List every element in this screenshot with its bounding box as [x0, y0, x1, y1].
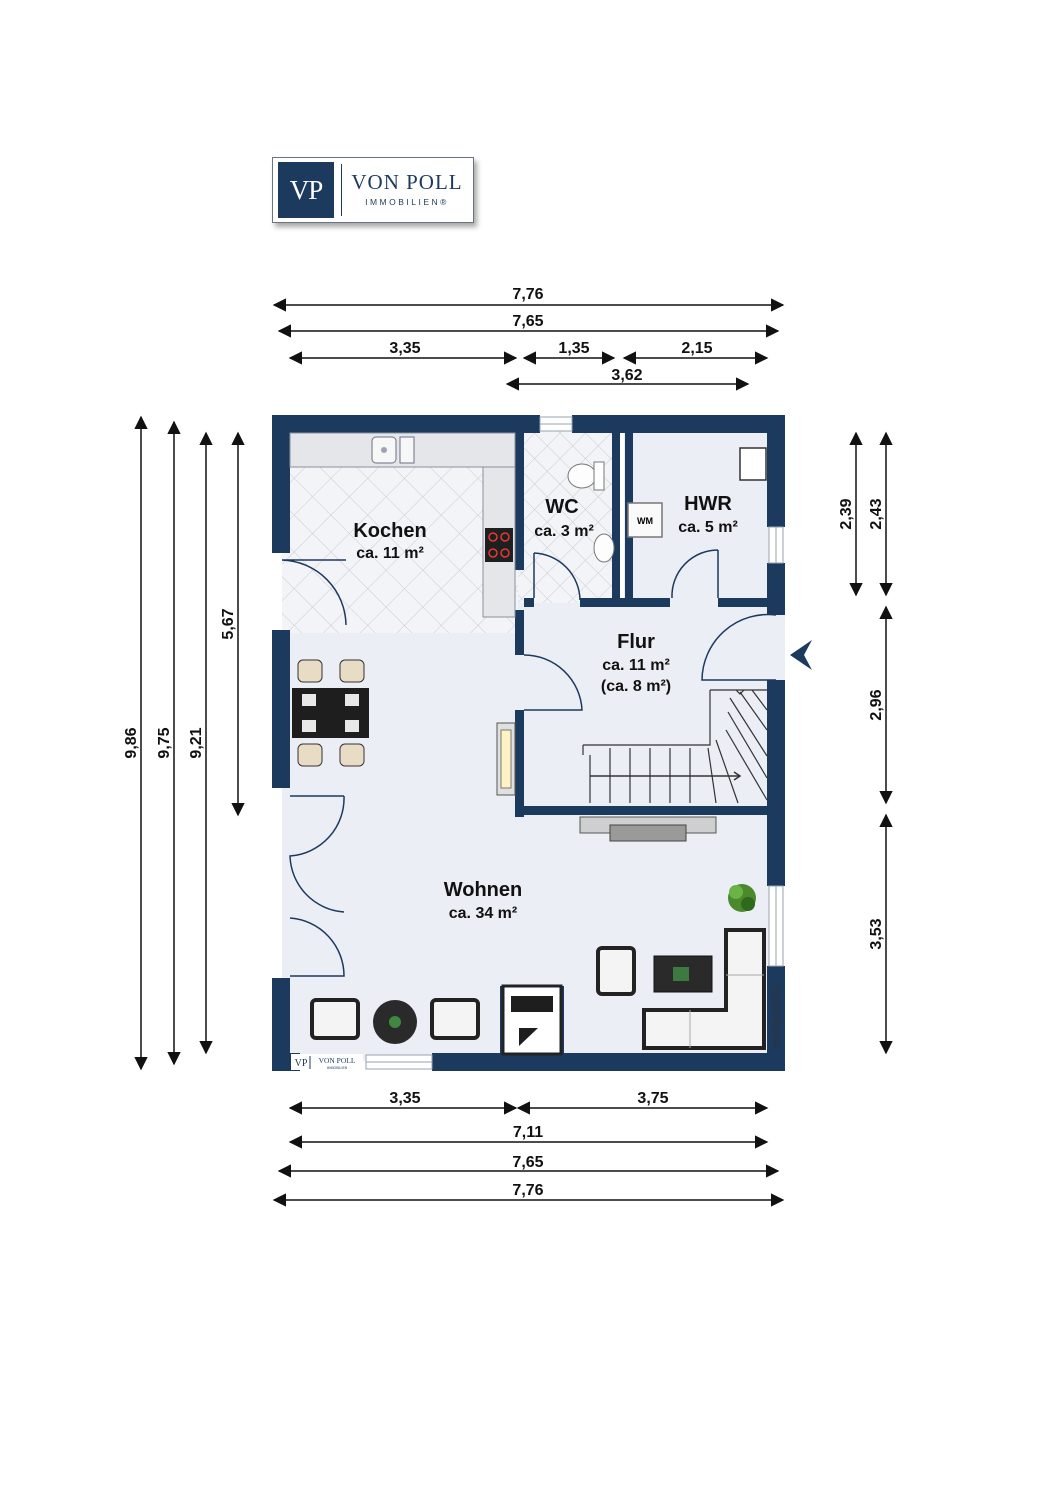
room-name-kochen: Kochen: [353, 520, 426, 542]
dim-bottom-776: 7,76: [512, 1182, 543, 1199]
dim-top-776: 7,76: [512, 286, 543, 303]
dim-top-215: 2,15: [681, 340, 712, 357]
armchair-right: [596, 946, 636, 996]
wall-left-1: [272, 415, 290, 553]
kitchen-counters: [289, 432, 516, 618]
door-kitchen-exterior: [281, 559, 347, 626]
wall-right-2: [767, 563, 785, 615]
wall-top-left: [272, 415, 540, 433]
room-area-wohnen: ca. 34 m²: [449, 905, 517, 922]
dim-left-567: 5,67: [220, 608, 237, 639]
entrance-arrow-icon: [790, 640, 812, 670]
stair-treads: [609, 689, 768, 804]
room-name-wc: WC: [545, 496, 578, 518]
dim-right-239: 2,39: [838, 498, 855, 529]
room-area-wc: ca. 3 m²: [534, 523, 594, 540]
washing-machine-label: WM: [637, 516, 653, 526]
logo-subtitle: IMMOBILIEN®: [365, 197, 449, 207]
dim-left-986: 9,86: [123, 727, 140, 758]
sofa: [642, 928, 766, 1050]
dimensions: [134, 298, 893, 1207]
dining-set: [292, 659, 369, 767]
room-area-alt-flur: (ca. 8 m²): [601, 678, 671, 695]
wall-flur-bottom: [585, 806, 776, 815]
dim-left-921: 9,21: [188, 727, 205, 758]
wall-wc-left-stub: [524, 598, 534, 607]
room-name-flur: Flur: [617, 631, 655, 653]
room-area-kochen: ca. 11 m²: [356, 545, 424, 562]
washing-machine: WM: [627, 502, 663, 538]
wall-hwr-flur: [718, 598, 776, 607]
logo-monogram: VP: [278, 162, 334, 218]
dim-right-296: 2,96: [868, 689, 885, 720]
door-terrace-2: [289, 917, 345, 977]
mini-logo-monogram: VP: [295, 1058, 308, 1069]
wall-bottom-2: [432, 1053, 785, 1071]
wall-left-2: [272, 630, 290, 788]
door-entrance: [701, 613, 777, 681]
door-wc: [533, 552, 581, 601]
company-logo: VP VON POLL IMMOBILIEN®: [272, 157, 474, 223]
wall-wc-hwr: [612, 425, 620, 603]
wall-right-1: [767, 415, 785, 527]
entrance-gap: [776, 615, 785, 680]
wall-wc-flur: [580, 598, 670, 607]
dim-right-353: 3,53: [868, 918, 885, 949]
door-terrace-1: [289, 795, 345, 913]
dim-top-362: 3,62: [611, 367, 642, 384]
logo-divider: [341, 164, 342, 216]
windows: [365, 416, 784, 1070]
doors: [281, 549, 777, 977]
room-name-wohnen: Wohnen: [444, 879, 523, 901]
dimension-labels: 7,76 7,65 3,35 1,35 2,15 3,62 3,35 3,75 …: [123, 286, 885, 1199]
wall-left-3: [272, 978, 290, 1071]
mini-logo-sub: IMMOBILIEN: [327, 1066, 348, 1070]
wall-flur-wohnen-v: [515, 710, 524, 817]
door-flur-wohnen: [523, 654, 583, 711]
mini-logo: VP VON POLL IMMOBILIEN: [291, 1054, 363, 1070]
armchair-left: [310, 998, 360, 1040]
living-furniture: [310, 884, 766, 1056]
dim-bottom-335: 3,35: [389, 1090, 420, 1107]
plant-icon: [728, 884, 756, 912]
room-name-hwr: HWR: [684, 493, 732, 515]
mini-logo-name: VON POLL: [319, 1056, 356, 1065]
wall-right-3: [767, 680, 785, 886]
door-hwr: [671, 549, 719, 599]
armchair-middle: [430, 998, 480, 1040]
dim-bottom-711: 7,11: [513, 1124, 543, 1141]
toilet-icon: [567, 463, 597, 489]
room-area-hwr: ca. 5 m²: [678, 519, 738, 536]
dim-top-135: 1,35: [558, 340, 589, 357]
wall-right-4: [767, 966, 785, 1071]
dim-right-243: 2,43: [868, 498, 885, 529]
staircase: [582, 689, 768, 804]
wall-kochen-wc: [515, 425, 524, 570]
dim-top-765: 7,65: [512, 313, 543, 330]
hwr-cabinet: [739, 447, 767, 481]
credit-watermark: Immogrundriss: [771, 985, 782, 1048]
cooktop-icon: [485, 528, 513, 562]
dim-bottom-765: 7,65: [512, 1154, 543, 1171]
logo-name: VON POLL: [351, 170, 463, 194]
wall-flur-wohnen-h: [515, 806, 585, 815]
wc-sink-icon: [593, 533, 615, 563]
dim-top-335: 3,35: [389, 340, 420, 357]
dim-bottom-375: 3,75: [637, 1090, 668, 1107]
room-area-flur: ca. 11 m²: [602, 657, 670, 674]
wall-top-right: [572, 415, 785, 433]
floor-flur: [518, 603, 776, 813]
dim-left-975: 9,75: [156, 727, 173, 758]
wall-kitchen-flur: [515, 610, 524, 655]
room-labels: Kochen ca. 11 m² WC ca. 3 m² HWR ca. 5 m…: [353, 493, 737, 922]
